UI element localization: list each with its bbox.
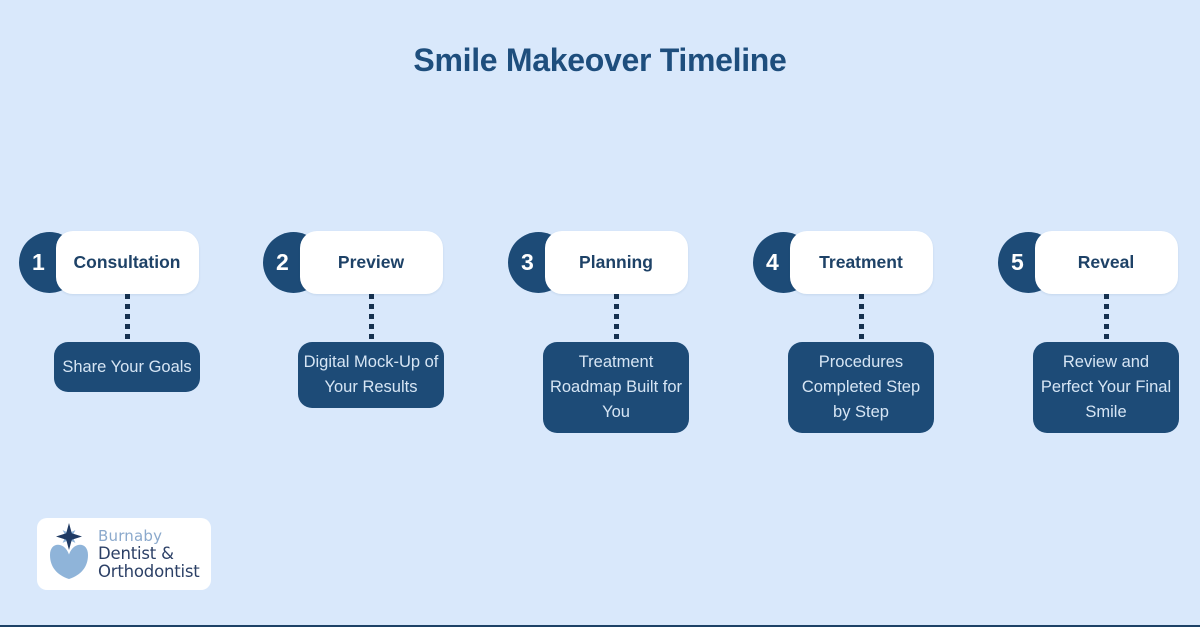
step-number: 3 <box>521 249 534 275</box>
step-label: Consultation <box>73 252 181 272</box>
step-description-box: Share Your Goals <box>54 342 200 392</box>
step-description: Digital Mock-Up of Your Results <box>303 353 439 396</box>
step-number: 1 <box>32 249 45 275</box>
step-number: 4 <box>766 249 779 275</box>
dotted-connector <box>613 294 619 342</box>
timeline-step-2: 2 Preview Digital Mock-Up of Your Result… <box>263 231 444 408</box>
timeline-step-1: 1 Consultation Share Your Goals <box>19 231 200 392</box>
step-description-box: Digital Mock-Up of Your Results <box>298 342 444 408</box>
step-label: Treatment <box>819 252 903 272</box>
clinic-logo: Burnaby Dentist & Orthodontist <box>37 518 211 590</box>
step-label-pill: Reveal <box>1034 231 1178 294</box>
step-label-pill: Consultation <box>55 231 199 294</box>
step-number: 5 <box>1011 249 1024 275</box>
step-number: 2 <box>276 249 289 275</box>
step-label-pill: Preview <box>299 231 443 294</box>
step-label: Preview <box>337 252 405 272</box>
step-description-box: Procedures Completed Step by Step <box>788 342 934 433</box>
dotted-connector <box>124 294 130 342</box>
step-label: Reveal <box>1077 252 1135 272</box>
step-description: Treatment Roadmap Built for You <box>549 353 683 421</box>
timeline-step-5: 5 Reveal Review and Perfect Your Final S… <box>998 231 1179 433</box>
bottom-edge-line <box>0 625 1200 627</box>
dotted-connector <box>368 294 374 342</box>
page-title: Smile Makeover Timeline <box>413 42 787 78</box>
timeline-step-4: 4 Treatment Procedures Completed Step by… <box>753 231 934 433</box>
step-description-box: Treatment Roadmap Built for You <box>543 342 689 433</box>
step-label-pill: Planning <box>544 231 688 294</box>
dotted-connector <box>1103 294 1109 342</box>
logo-name-line-3: Orthodontist <box>98 562 200 581</box>
step-description: Review and Perfect Your Final Smile <box>1040 353 1172 421</box>
logo-name-line-1: Burnaby <box>98 527 163 545</box>
logo-name-line-2: Dentist & <box>98 544 174 563</box>
tooth-compass-star-icon <box>45 522 93 586</box>
step-description-box: Review and Perfect Your Final Smile <box>1033 342 1179 433</box>
timeline-step-3: 3 Planning Treatment Roadmap Built for Y… <box>508 231 689 433</box>
step-description: Procedures Completed Step by Step <box>801 353 921 421</box>
dotted-connector <box>858 294 864 342</box>
step-description: Share Your Goals <box>62 357 192 376</box>
step-label-pill: Treatment <box>789 231 933 294</box>
clinic-logo-text: Burnaby Dentist & Orthodontist <box>98 527 200 581</box>
step-label: Planning <box>579 252 653 272</box>
